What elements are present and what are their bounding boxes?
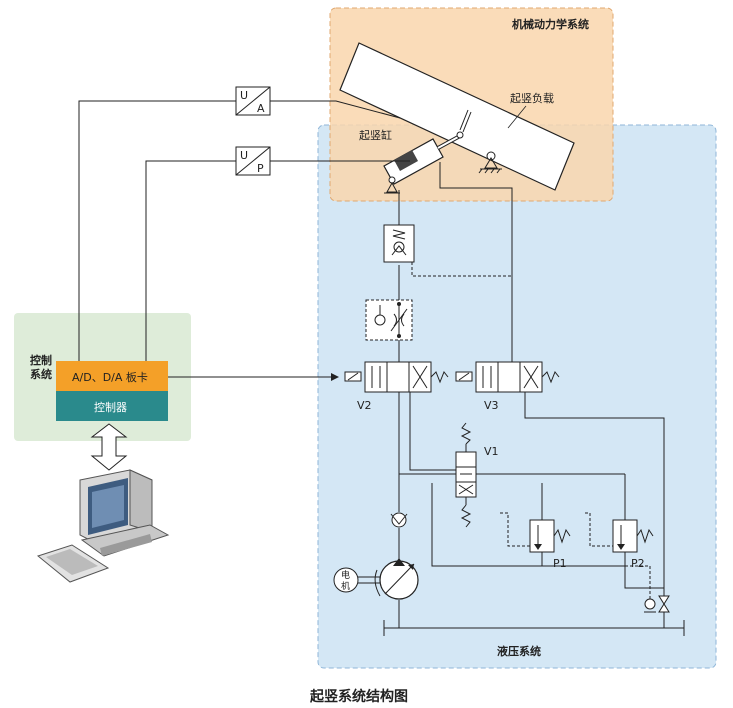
valve-v2	[344, 361, 449, 393]
motor-icon	[333, 567, 380, 593]
valve-p1-label: P1	[553, 557, 567, 570]
valve-v2-label: V2	[357, 399, 372, 412]
svg-text:U: U	[240, 149, 248, 162]
lift-load-beam	[339, 42, 575, 191]
controller-box	[56, 391, 168, 421]
control-label-2: 系统	[30, 367, 52, 381]
valve-v1	[455, 422, 477, 528]
pump-check-valve	[391, 512, 407, 528]
controller-label: 控制器	[94, 400, 127, 414]
page-title: 起竖系统结构图	[309, 688, 408, 705]
valve-v3	[455, 361, 560, 393]
valve-p2-label: P2	[631, 557, 645, 570]
lift-cylinder-label: 起竖缸	[359, 128, 392, 142]
svg-text:U: U	[240, 89, 248, 102]
check-valve	[383, 224, 415, 263]
valve-v1-label: V1	[484, 445, 499, 458]
control-label-1: 控制	[30, 353, 52, 367]
motor-label-1: 电	[341, 569, 350, 581]
hydraulic-region	[317, 124, 717, 669]
computer-icon	[36, 469, 170, 583]
relief-valve-p1	[529, 519, 571, 553]
relief-valve-p2	[612, 519, 654, 553]
valve-v3-label: V3	[484, 399, 499, 412]
svg-text:A: A	[257, 102, 265, 115]
mech-system-label: 机械动力学系统	[512, 17, 589, 31]
return-valve	[644, 595, 670, 613]
svg-text:P: P	[257, 162, 264, 175]
ad-da-card	[56, 361, 168, 391]
ad-da-card-label: A/D、D/A 板卡	[72, 370, 148, 384]
motor-label-2: 机	[341, 580, 350, 592]
beam-pivot	[486, 151, 496, 161]
data-link-arrow	[90, 423, 128, 471]
hydraulic-system-label: 液压系统	[497, 644, 541, 658]
transducer-ua: U A	[235, 86, 271, 116]
throttle-valve	[365, 299, 413, 341]
hydraulic-pump	[374, 558, 419, 600]
transducer-up: U P	[235, 146, 271, 176]
lift-load-label: 起竖负载	[510, 91, 554, 105]
